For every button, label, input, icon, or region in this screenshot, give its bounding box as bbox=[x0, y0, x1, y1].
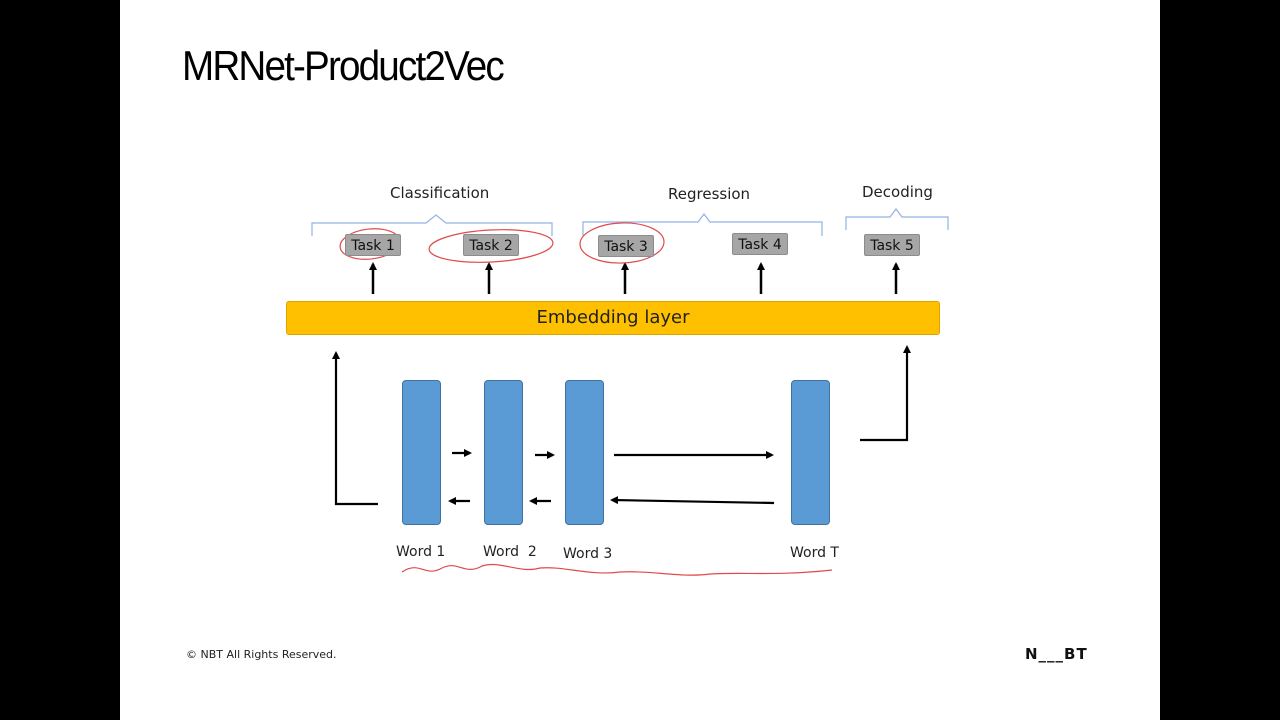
word-label-t: Word T bbox=[790, 545, 839, 561]
word-block-t bbox=[791, 380, 830, 525]
word-label-1: Word 1 bbox=[396, 544, 446, 560]
arrow-wt-w3 bbox=[610, 496, 775, 505]
slide-title: MRNet-Product2Vec bbox=[182, 42, 505, 89]
word-block-1 bbox=[402, 380, 441, 525]
word-block-2 bbox=[484, 380, 523, 525]
classification-brace bbox=[311, 214, 553, 236]
arrow-right-forward bbox=[860, 345, 911, 442]
group-label-classification: Classification bbox=[390, 184, 490, 202]
arrow-left-return bbox=[332, 351, 378, 506]
handwritten-annotation bbox=[339, 222, 833, 576]
decoding-brace bbox=[845, 208, 949, 230]
task-box-4: Task 4 bbox=[732, 233, 788, 255]
diagram-canvas bbox=[311, 208, 949, 576]
word-label-2: Word 2 bbox=[483, 544, 537, 560]
copyright-footer: © NBT All Rights Reserved. bbox=[186, 648, 337, 661]
task-box-3: Task 3 bbox=[598, 235, 654, 257]
company-logo: N___BT bbox=[1025, 645, 1088, 663]
word-label-3: Word 3 bbox=[563, 546, 613, 562]
regression-brace bbox=[582, 213, 823, 236]
group-label-regression: Regression bbox=[668, 185, 751, 203]
task-box-2: Task 2 bbox=[463, 234, 519, 256]
slide: MRNet-Product2Vec bbox=[120, 0, 1160, 720]
task-box-1: Task 1 bbox=[345, 234, 401, 256]
word-block-3 bbox=[565, 380, 604, 525]
task-box-5: Task 5 bbox=[864, 234, 920, 256]
embedding-layer: Embedding layer bbox=[286, 301, 940, 335]
group-label-decoding: Decoding bbox=[862, 183, 933, 201]
